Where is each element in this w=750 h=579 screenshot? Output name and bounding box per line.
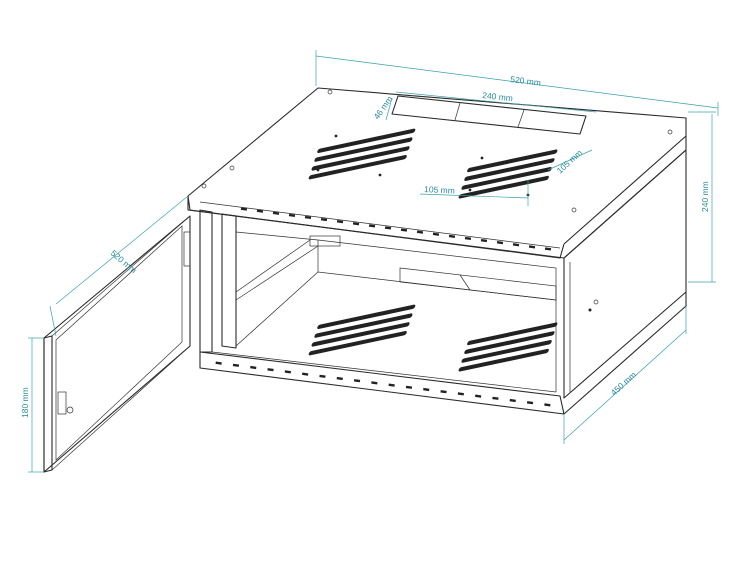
frame-slot (284, 370, 291, 374)
rear-brace (399, 267, 557, 301)
interior-back-wall (235, 231, 557, 392)
frame-slot (319, 374, 326, 378)
frame-slot (240, 207, 248, 211)
bottom-fan-vent-left (308, 304, 416, 356)
frame-slot (509, 398, 516, 403)
bottom-plinth (199, 351, 565, 415)
frame-slot (288, 213, 296, 217)
door-hinge (183, 231, 191, 267)
dim-fan-offset-y: 105 mm (555, 147, 585, 175)
glass-door (43, 215, 191, 473)
mounting-rail (221, 213, 237, 349)
frame-slot (336, 376, 343, 381)
right-side-panel (563, 149, 687, 399)
top-fan-vent-right (458, 149, 558, 199)
frame-slot (302, 372, 309, 376)
front-frame-slots (215, 207, 552, 407)
frame-slot (371, 381, 378, 385)
frame-slot (388, 383, 395, 387)
frame-slot (304, 215, 312, 220)
door-lock-icon (57, 391, 67, 415)
cabinet-body (187, 87, 687, 415)
frame-slot (496, 241, 504, 245)
cable-bracket (309, 235, 341, 247)
frame-slot (440, 390, 447, 394)
top-front-lip (187, 195, 565, 259)
frame-slot (384, 226, 392, 230)
frame-slot (353, 379, 361, 383)
frame-slot (423, 387, 430, 392)
frame-slot (464, 236, 472, 241)
frame-slot (512, 243, 520, 247)
frame-slot (256, 209, 264, 213)
dim-top-panel-depth: 46 mm (371, 94, 394, 121)
frame-slot (405, 385, 413, 389)
frame-slot (250, 365, 257, 370)
bottom-fan-vent-right (458, 322, 558, 372)
frame-slot (492, 396, 499, 400)
dim-height: 240 mm (700, 181, 710, 212)
dim-top-panel-width: 240 mm (482, 90, 514, 103)
frame-slot (480, 238, 488, 243)
dim-door-height: 180 mm (20, 387, 30, 418)
frame-slot (267, 368, 274, 372)
frame-slot (528, 245, 536, 249)
frame-slot (215, 361, 222, 365)
frame-slot (432, 232, 440, 236)
frame-slot (272, 211, 280, 215)
frame-slot (416, 230, 424, 234)
frame-slot (475, 394, 482, 398)
dim-depth: 450 mm (609, 370, 639, 398)
screws (201, 89, 673, 312)
top-cable-panel (391, 95, 587, 135)
dim-fan-offset-x: 105 mm (424, 184, 455, 196)
frame-slot (448, 234, 456, 238)
frame-slot (544, 403, 551, 407)
frame-slot (368, 224, 376, 228)
frame-slot (232, 363, 240, 367)
top-fan-vent-left (308, 128, 416, 180)
dim-total-width: 520 mm (510, 74, 542, 88)
frame-slot (320, 217, 328, 222)
front-frame-post (199, 209, 213, 353)
dimension-lines (28, 50, 719, 473)
frame-slot (352, 222, 360, 226)
frame-slot (336, 220, 344, 224)
frame-slot (526, 401, 534, 405)
frame-slot (457, 392, 464, 396)
frame-slot (400, 228, 408, 232)
frame-slot (544, 247, 552, 251)
